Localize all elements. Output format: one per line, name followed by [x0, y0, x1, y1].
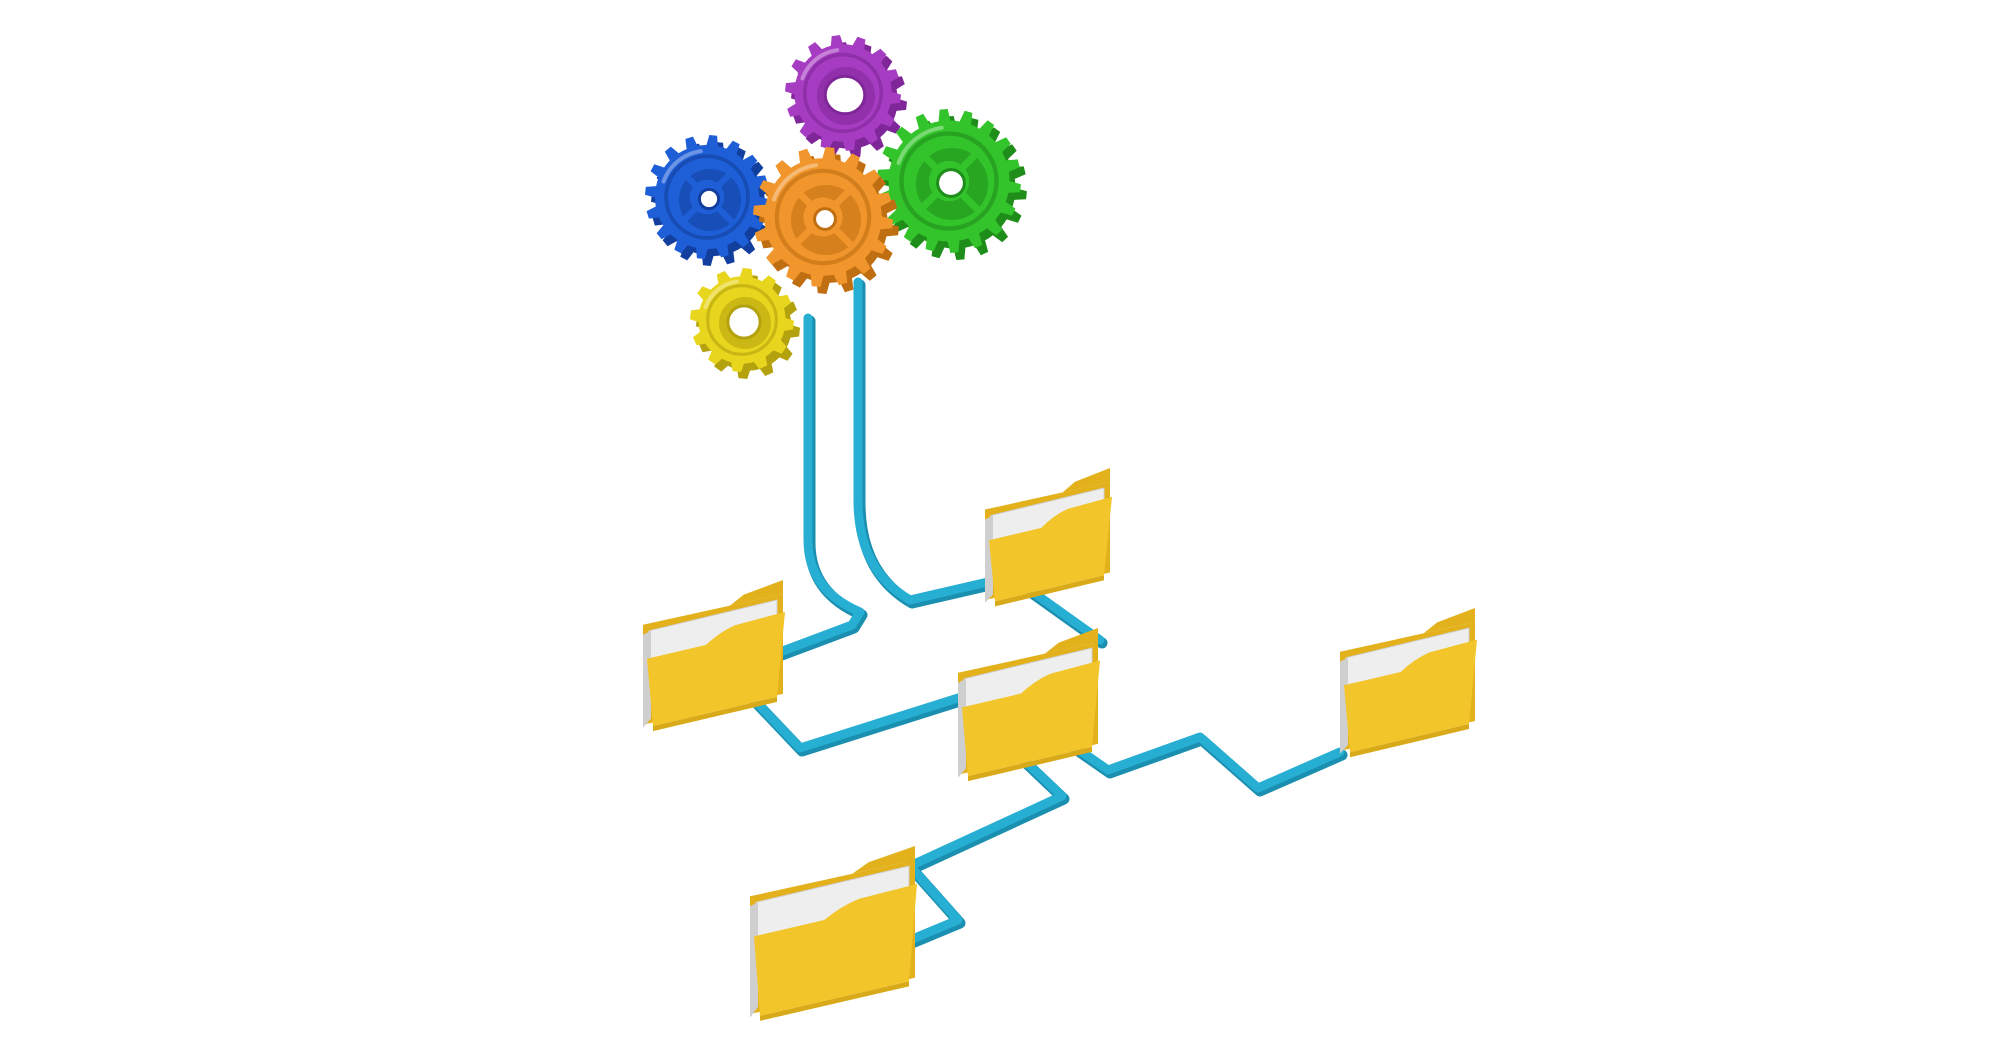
gear-highlight: [661, 149, 703, 184]
folder-papers-edge: [985, 515, 993, 603]
folder-front: [754, 884, 917, 1016]
folder-bottom: [750, 846, 917, 1021]
folder-papers-edge: [958, 678, 966, 778]
connector-cable: [740, 685, 963, 753]
gear-purple: [785, 35, 907, 158]
folder-front: [647, 611, 785, 727]
folder-papers-edge: [643, 630, 651, 728]
folder-far-right: [1340, 608, 1477, 758]
gear-rim: [774, 168, 872, 266]
gear-yellow: [690, 268, 800, 379]
folder-tab: [852, 846, 915, 874]
gear-hole: [697, 187, 721, 211]
gear-orange: [753, 147, 899, 294]
gear-rim: [802, 52, 884, 134]
folder-tab: [1423, 608, 1475, 634]
connector-cable: [775, 313, 865, 657]
folder-tab: [1044, 628, 1098, 654]
folder-tab: [729, 580, 783, 606]
folder-upper-right: [985, 468, 1112, 607]
gear-hole: [726, 304, 762, 340]
gear-highlight: [896, 125, 944, 165]
folder-front: [1344, 639, 1477, 753]
gear-highlight: [800, 48, 840, 81]
gear-rim: [664, 154, 750, 240]
gear-cluster: [645, 35, 1027, 379]
gear-highlight: [772, 163, 818, 202]
folder-left: [643, 580, 785, 732]
gear-rim: [706, 284, 778, 356]
folder-front: [962, 660, 1100, 777]
gear-highlight: [703, 279, 739, 309]
gear-green: [877, 109, 1027, 260]
connector-cable: [853, 277, 993, 605]
folder-front: [989, 496, 1112, 602]
gear-blue: [645, 135, 775, 266]
gear-rim: [899, 131, 999, 231]
gear-hole: [823, 74, 867, 116]
gear-hole: [813, 207, 837, 231]
folder-bottom-edge: [1350, 724, 1469, 758]
folder-center: [958, 628, 1100, 782]
folder-bottom-edge: [995, 575, 1104, 607]
folder-tab: [1062, 468, 1110, 493]
folder-papers-edge: [750, 902, 758, 1018]
folder-bottom-edge: [968, 746, 1092, 782]
folder-network: [643, 468, 1477, 1021]
gear-hole: [936, 168, 966, 198]
folder-bottom-edge: [653, 696, 777, 732]
folder-bottom-edge: [760, 981, 909, 1021]
connector-cable: [1057, 732, 1345, 793]
folder-papers-edge: [1340, 657, 1348, 754]
